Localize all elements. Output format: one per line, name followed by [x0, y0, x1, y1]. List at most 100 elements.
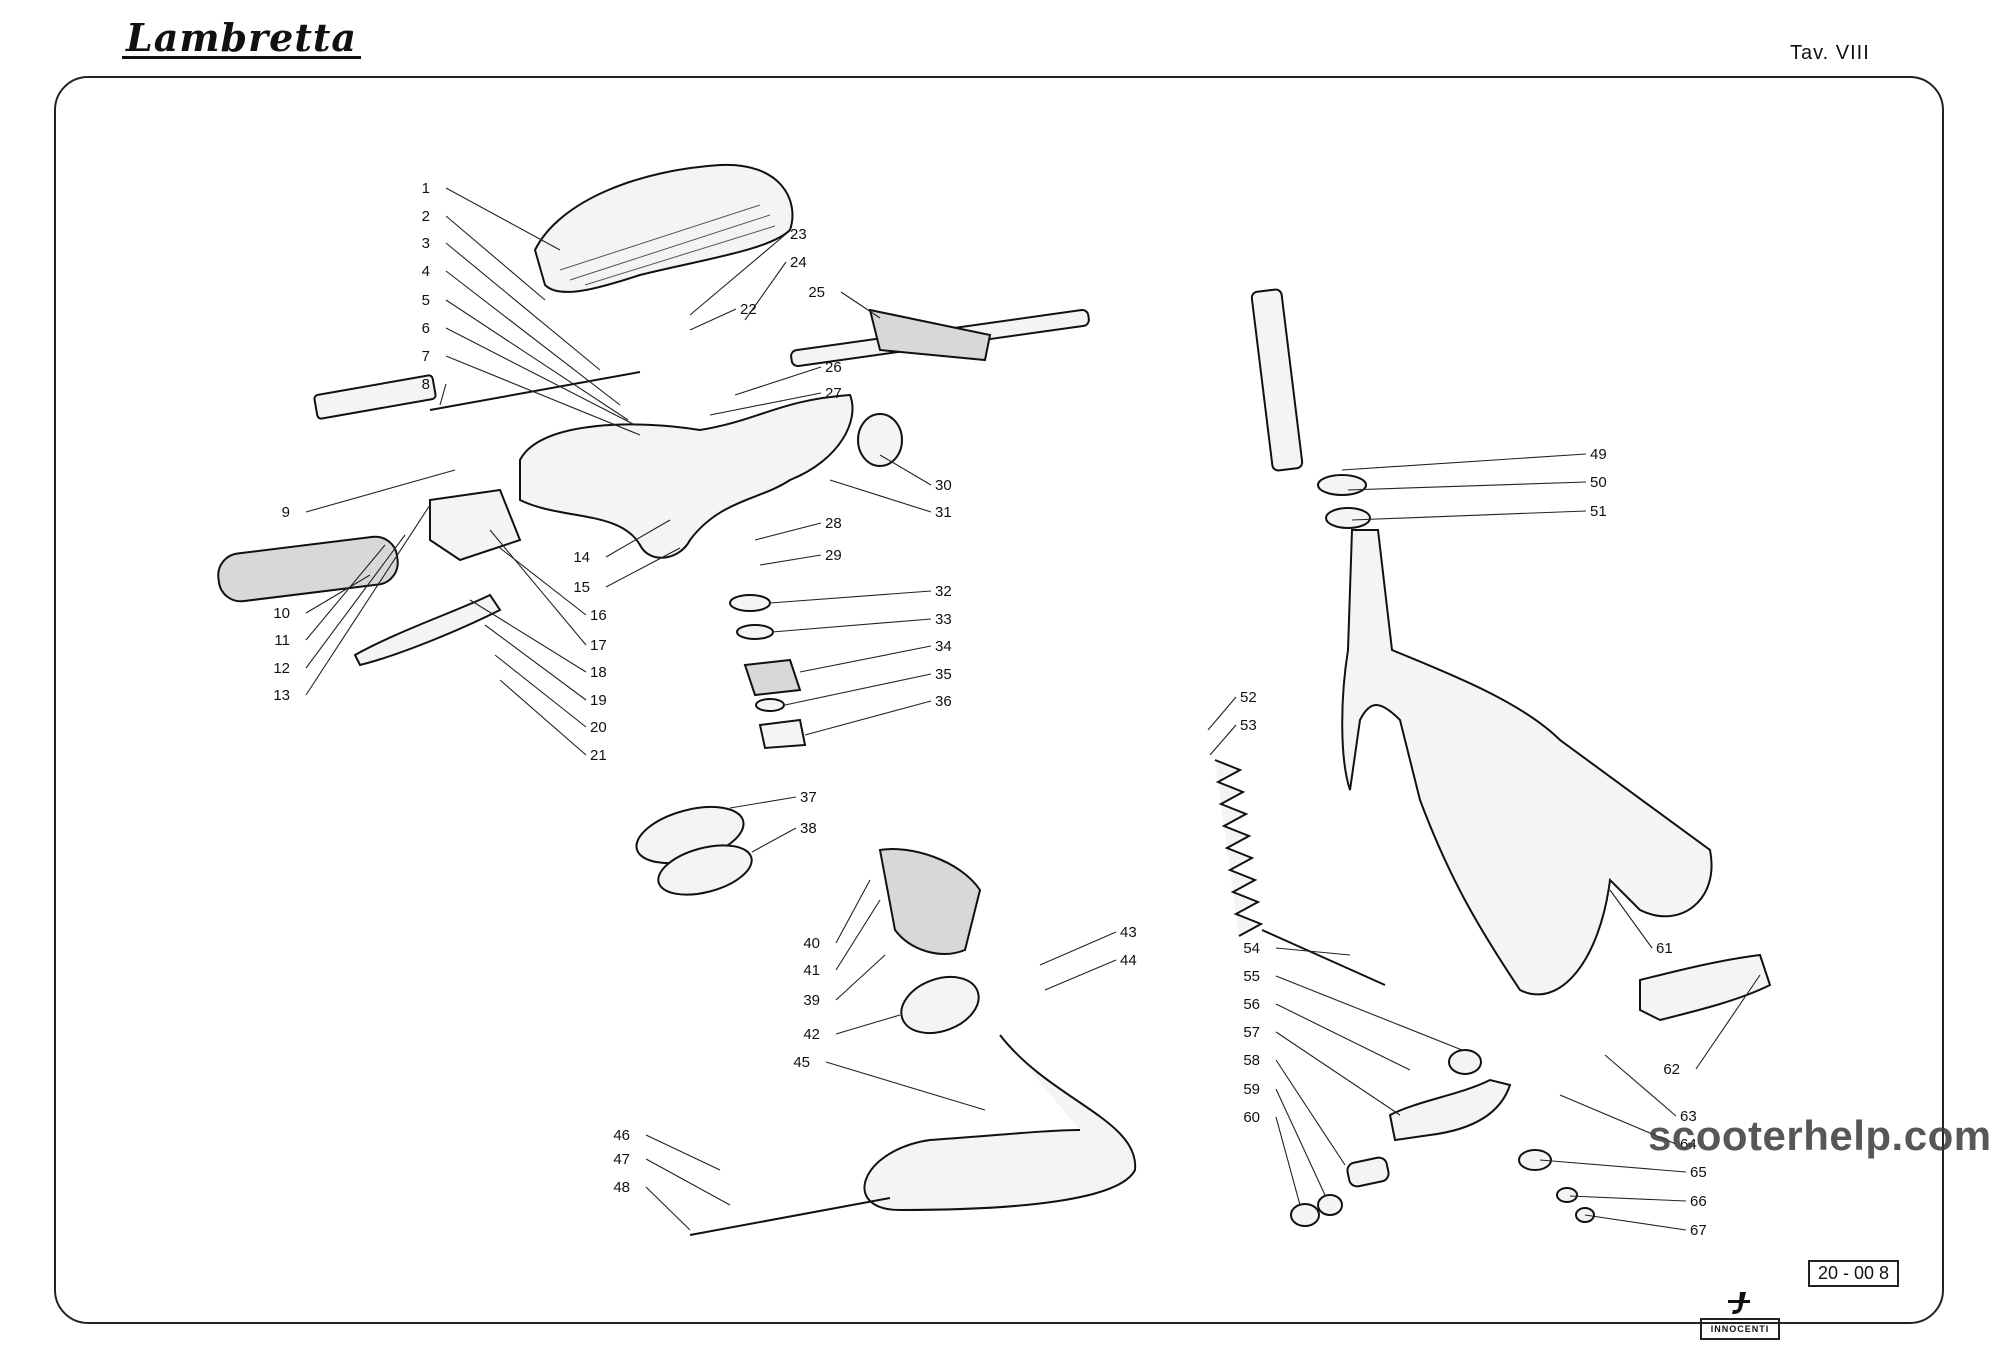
- callout-label-6: 6: [422, 320, 430, 337]
- leader-line-6: [445, 327, 636, 426]
- leader-line-8: [439, 383, 447, 406]
- handlebar-cover: [533, 163, 794, 293]
- callout-label-30: 30: [935, 477, 952, 494]
- leader-line-13: [305, 504, 431, 696]
- plate-number: Tav. VIII: [1790, 42, 1870, 64]
- callout-label-21: 21: [590, 747, 607, 764]
- callout-label-23: 23: [790, 226, 807, 243]
- leader-line-56: [1275, 1003, 1411, 1071]
- swing-arm-right: [1639, 953, 1772, 1022]
- leader-line-25: [840, 291, 881, 319]
- callout-label-55: 55: [1243, 968, 1260, 985]
- callout-label-22: 22: [740, 301, 757, 318]
- callout-label-33: 33: [935, 611, 952, 628]
- leader-line-31: [829, 479, 932, 513]
- leader-line-9: [305, 469, 456, 513]
- lever-block: [429, 488, 522, 562]
- leader-line-3: [445, 242, 601, 371]
- callout-label-44: 44: [1120, 952, 1137, 969]
- leader-line-45: [825, 1061, 986, 1111]
- callout-label-18: 18: [590, 664, 607, 681]
- callout-label-43: 43: [1120, 924, 1137, 941]
- callout-label-49: 49: [1590, 446, 1607, 463]
- leader-line-17: [489, 529, 587, 646]
- leader-line-38: [751, 827, 797, 853]
- leader-line-10: [305, 574, 371, 614]
- callout-label-27: 27: [825, 385, 842, 402]
- leader-line-51: [1351, 510, 1587, 521]
- watermark-text: scooterhelp.com: [1648, 1112, 1992, 1159]
- leader-line-5: [445, 299, 629, 421]
- leader-line-2: [445, 215, 546, 301]
- callout-label-59: 59: [1243, 1081, 1260, 1098]
- callout-label-60: 60: [1243, 1109, 1260, 1126]
- callout-label-28: 28: [825, 515, 842, 532]
- callout-label-29: 29: [825, 547, 842, 564]
- callout-label-5: 5: [422, 292, 430, 309]
- callout-label-8: 8: [422, 376, 430, 393]
- callout-label-40: 40: [803, 935, 820, 952]
- leader-line-46: [645, 1134, 721, 1171]
- callout-label-53: 53: [1240, 717, 1257, 734]
- maker-badge: INNOCENTI: [1700, 1318, 1780, 1340]
- leader-line-19: [484, 624, 587, 701]
- leader-line-20: [494, 654, 587, 728]
- handlebar-casting: [519, 393, 854, 559]
- callout-label-26: 26: [825, 359, 842, 376]
- callout-label-37: 37: [800, 789, 817, 806]
- leader-line-55: [1275, 975, 1463, 1051]
- callout-label-63: 63: [1680, 1108, 1697, 1125]
- leader-line-48: [645, 1186, 691, 1231]
- callout-label-32: 32: [935, 583, 952, 600]
- callout-label-51: 51: [1590, 503, 1607, 520]
- callout-label-52: 52: [1240, 689, 1257, 706]
- callout-label-48: 48: [613, 1179, 630, 1196]
- leader-line-54: [1275, 947, 1351, 956]
- callout-label-58: 58: [1243, 1052, 1260, 1069]
- leader-line-26: [734, 366, 822, 396]
- leader-line-36: [804, 700, 932, 736]
- leader-line-29: [759, 554, 822, 566]
- leader-line-49: [1341, 453, 1587, 471]
- callout-label-11: 11: [274, 632, 290, 649]
- callout-label-54: 54: [1243, 940, 1260, 957]
- leader-line-62: [1695, 974, 1761, 1070]
- control-lever: [353, 593, 502, 667]
- steering-column: [1250, 288, 1304, 472]
- callout-label-31: 31: [935, 504, 952, 521]
- leader-line-23: [689, 233, 787, 316]
- callout-label-56: 56: [1243, 996, 1260, 1013]
- callout-label-64: 64: [1680, 1136, 1697, 1153]
- leader-line-1: [445, 187, 561, 251]
- leader-line-30: [879, 454, 932, 486]
- callout-label-15: 15: [573, 579, 590, 596]
- callout-label-57: 57: [1243, 1024, 1260, 1041]
- leader-line-34: [799, 645, 932, 673]
- leader-line-14: [605, 519, 671, 558]
- leader-line-15: [605, 547, 681, 588]
- callout-label-25: 25: [808, 284, 825, 301]
- callout-label-14: 14: [573, 549, 590, 566]
- leader-line-18: [469, 599, 587, 673]
- leader-line-22: [689, 308, 737, 331]
- callout-label-36: 36: [935, 693, 952, 710]
- leader-line-44: [1044, 959, 1117, 991]
- leader-line-39: [835, 954, 886, 1001]
- leader-line-66: [1569, 1195, 1687, 1202]
- drawing-code: 20 - 00 8: [1808, 1260, 1900, 1287]
- leader-line-50: [1347, 481, 1587, 491]
- callout-label-9: 9: [282, 504, 290, 521]
- leader-line-40: [835, 879, 871, 944]
- callout-label-17: 17: [590, 637, 607, 654]
- leader-line-57: [1275, 1031, 1401, 1116]
- callout-label-1: 1: [422, 180, 430, 197]
- callout-label-50: 50: [1590, 474, 1607, 491]
- callout-label-61: 61: [1656, 940, 1673, 957]
- leader-line-64: [1559, 1094, 1677, 1145]
- leader-line-27: [709, 392, 822, 416]
- swing-arm-left: [1388, 1078, 1512, 1142]
- leader-line-11: [305, 544, 386, 641]
- callout-label-41: 41: [803, 962, 820, 979]
- callout-label-34: 34: [935, 638, 952, 655]
- speedometer-housing: [878, 848, 982, 955]
